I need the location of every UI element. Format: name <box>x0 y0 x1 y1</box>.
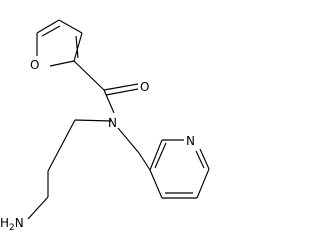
pyridine-ring <box>149 139 210 199</box>
amine-label: H2N <box>0 216 24 233</box>
structure-diagram: O O N N H2N <box>0 19 210 233</box>
methylene-linker <box>117 127 151 171</box>
pyridine-bond-c4-c3 <box>149 169 163 199</box>
furan-bond-c3-c4 <box>58 19 83 34</box>
furan-oxygen-label: O <box>30 58 39 72</box>
furan-bond-c2-c3 <box>73 32 83 62</box>
amide-nitrogen-label: N <box>108 116 117 130</box>
bond-n-c1 <box>74 119 112 122</box>
molecule-canvas: O O N N H2N <box>0 19 210 233</box>
bond-c3-nh2 <box>27 196 49 220</box>
furan-bond-c4-c5 <box>36 19 60 34</box>
bond-ch2-pyridine <box>138 152 151 171</box>
bond-carbonyl-double-1 <box>103 83 139 91</box>
furan-bond-c4-c5-inner <box>41 25 61 37</box>
pyridine-nitrogen-label: N <box>186 134 195 148</box>
bond-carbonyl-nitrogen <box>103 89 115 114</box>
bond-n-ch2 <box>117 127 140 154</box>
carbonyl-oxygen-label: O <box>140 80 149 94</box>
pyridine-bond-n-c6-inner <box>195 150 205 169</box>
aminopropyl-chain <box>27 119 112 220</box>
furan-bond-o-c2 <box>49 60 75 67</box>
furan-bond-c2-c3-inner <box>75 35 79 59</box>
pyridine-bond-c3-c2 <box>149 139 163 171</box>
bond-carbonyl-double-2 <box>105 88 139 96</box>
pyridine-bond-n-c6 <box>199 148 210 170</box>
bond-c1-c2 <box>47 119 76 172</box>
furan-ring <box>36 19 83 67</box>
pyridine-bond-c3-c2-inner <box>154 142 167 169</box>
carbonyl-group <box>73 60 139 114</box>
pyridine-bond-c6-c5 <box>196 168 210 199</box>
bond-furan-carbonyl <box>73 60 105 91</box>
